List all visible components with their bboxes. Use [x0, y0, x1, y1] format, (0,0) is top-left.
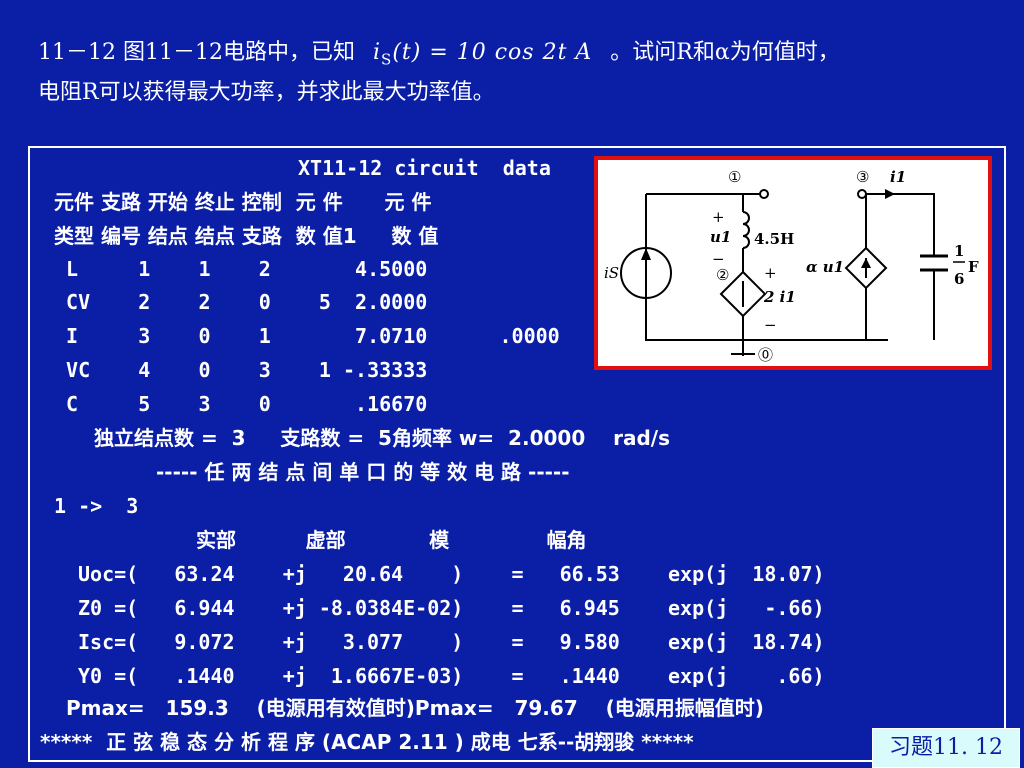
circuit-diagram: ① ② ③ ⓪ iS i1 + u1 − 4.5H + 2 i1 − α u1 …	[594, 156, 992, 370]
table-row: I 3 0 1 7.0710 .0000	[54, 324, 560, 348]
node-3-label: ③	[856, 168, 869, 186]
pmax-line: Pmax= 159.3 (电源用有效值时)Pmax= 79.67 (电源用振幅值…	[66, 696, 764, 720]
ccvs-minus: −	[764, 316, 777, 334]
output-panel	[28, 146, 1006, 762]
problem-question: 。试问R和α为何值时，	[610, 40, 840, 65]
node-3-terminal	[857, 189, 867, 199]
current-i1-label: i1	[890, 168, 906, 186]
table-header-1: 元件 支路 开始 终止 控制 元 件 元 件	[54, 190, 432, 214]
inductor-plus: +	[712, 208, 725, 226]
bottom-wire	[645, 298, 888, 341]
inductor-value: 4.5H	[754, 230, 794, 248]
cap-denominator: 6	[954, 270, 964, 288]
summary-line: 独立结点数 = 3 支路数 = 5角频率 w= 2.0000 rad/s	[94, 426, 670, 450]
formula-subscript: S	[381, 50, 393, 69]
table-row: VC 4 0 3 1 -.33333	[54, 358, 428, 382]
ccvs-diamond	[719, 270, 767, 318]
current-i1-arrow	[885, 189, 895, 199]
vccs-value: α u1	[806, 258, 844, 276]
result-row-y0: Y0 =( .1440 +j 1.6667E-03) = .1440 exp(j…	[78, 664, 825, 688]
result-row-isc: Isc=( 9.072 +j 3.077 ) = 9.580 exp(j 18.…	[78, 630, 825, 654]
output-title: XT11-12 circuit data	[298, 156, 551, 180]
current-source-arrow	[641, 248, 651, 260]
cap-numerator: 1	[954, 242, 964, 260]
table-row: CV 2 2 0 5 2.0000	[54, 290, 428, 314]
formula-symbol: i	[372, 40, 382, 65]
vccs-arrow	[861, 258, 871, 268]
problem-line-1: 11－12 图11－12电路中，已知 iS(t) = 10 cos 2t A 。试问…	[38, 36, 998, 76]
footer-line: ***** 正 弦 稳 态 分 析 程 序 (ACAP 2.11 ) 成电 七系…	[40, 730, 694, 754]
capacitor-plates	[920, 254, 948, 272]
ccvs-value: 2 i1	[763, 288, 796, 306]
formula-body: (t) = 10 cos 2t A	[392, 40, 593, 65]
equivalent-title: ----- 任 两 结 点 间 单 口 的 等 效 电 路 -----	[156, 460, 570, 484]
node-0-label: ⓪	[758, 346, 773, 364]
table-row: C 5 3 0 .16670	[54, 392, 428, 416]
result-row-z0: Z0 =( 6.944 +j -8.0384E-02) = 6.945 exp(…	[78, 596, 825, 620]
voltage-u1-label: u1	[710, 228, 731, 246]
top-wire-right	[862, 193, 935, 256]
circuit-schematic: ① ② ③ ⓪ iS i1 + u1 − 4.5H + 2 i1 − α u1 …	[604, 168, 979, 364]
result-row-uoc: Uoc=( 63.24 +j 20.64 ) = 66.53 exp(j 18.…	[78, 562, 825, 586]
vccs-diamond	[844, 246, 888, 290]
problem-line-2: 电阻R可以获得最大功率，并求此最大功率值。	[38, 80, 495, 106]
problem-intro: 11－12 图11－12电路中，已知	[38, 40, 355, 65]
table-header-2: 类型 编号 结点 结点 支路 数 值1 数 值	[54, 224, 439, 248]
node-1-terminal	[759, 189, 769, 199]
inductor-coil	[742, 211, 750, 249]
ccvs-plus: +	[764, 264, 777, 282]
node-2-label: ②	[716, 266, 729, 284]
cap-unit: F	[968, 258, 979, 276]
table-row: L 1 1 2 4.5000	[54, 257, 428, 281]
port-label: 1 -> 3	[54, 494, 139, 518]
inductor-minus: −	[712, 250, 725, 268]
problem-statement: 11－12 图11－12电路中，已知 iS(t) = 10 cos 2t A 。试问…	[38, 36, 998, 110]
exercise-badge: 习题11. 12	[872, 728, 1020, 768]
source-formula: iS(t) = 10 cos 2t A	[372, 40, 593, 69]
source-current-label: iS	[604, 264, 619, 282]
node-1-label: ①	[728, 168, 741, 186]
result-column-headers: 实部 虚部 模 幅角	[196, 528, 587, 552]
